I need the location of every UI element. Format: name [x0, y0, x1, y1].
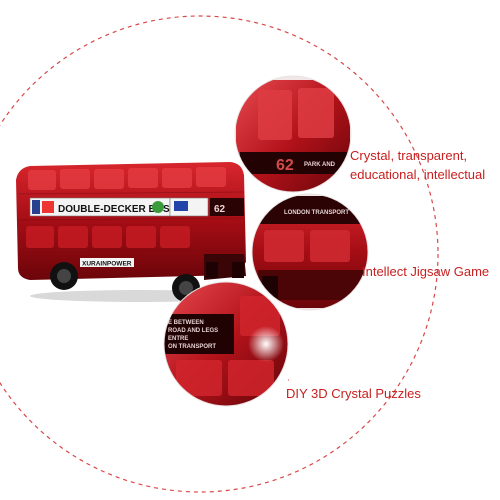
feature-caption-2: Intellect Jigsaw Game: [362, 264, 490, 279]
detail-circle-middle: LONDON TRANSPORT: [252, 194, 368, 310]
feature-caption-1-line-2: educational, intellectual: [350, 167, 486, 182]
detail-transport-text: LONDON TRANSPORT: [284, 210, 349, 216]
detail-route-number: 62: [276, 157, 294, 174]
detail-circle-top: 62 PARK AND: [235, 76, 351, 192]
feature-caption-3: DIY 3D Crystal Puzzles: [286, 386, 421, 401]
bus-banner-text: DOUBLE-DECKER BUS: [58, 204, 170, 215]
feature-caption-1: Crystal, transparent, educational, intel…: [350, 146, 485, 184]
detail-sign-line-4: ON TRANSPORT: [168, 344, 216, 350]
detail-sign-line-1: E BETWEEN: [168, 320, 204, 326]
route-number: 62: [214, 204, 226, 215]
bus-model: DOUBLE-DECKER BUS 62 XURAINPOWER: [16, 162, 250, 302]
detail-route-text: PARK AND: [304, 162, 336, 168]
detail-sign-line-3: ENTRE: [168, 336, 188, 342]
feature-caption-1-line-1: Crystal, transparent,: [350, 148, 468, 163]
side-brand-text: XURAINPOWER: [82, 261, 132, 268]
detail-circle-bottom: E BETWEEN ROAD AND LEGS ENTRE ON TRANSPO…: [164, 282, 288, 406]
dashed-guide-circle: [0, 15, 439, 493]
detail-sign-line-2: ROAD AND LEGS: [168, 328, 218, 334]
